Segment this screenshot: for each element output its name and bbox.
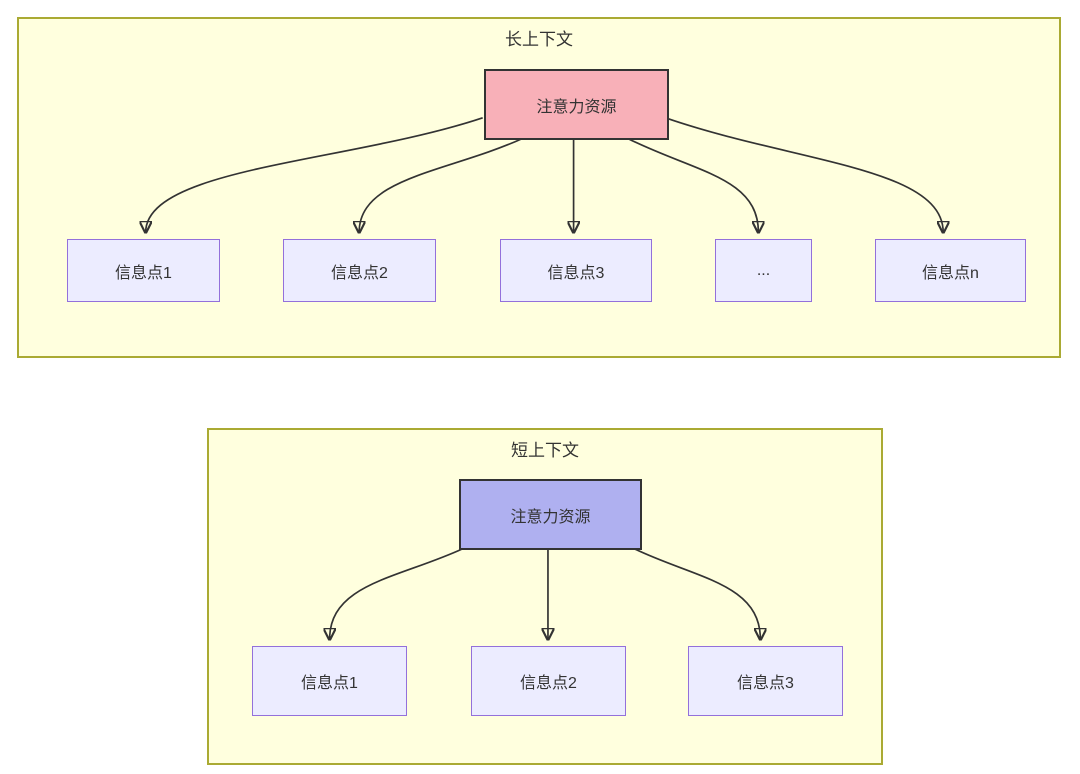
info-point-label: 信息点3	[737, 675, 794, 692]
arrow-attention-to-info-3	[633, 547, 760, 640]
info-point-label: ...	[756, 261, 771, 279]
info-point-node: 信息点n	[875, 239, 1026, 302]
info-point-node: 信息点1	[67, 239, 220, 302]
info-point-label: 信息点1	[115, 264, 172, 282]
info-point-label: 信息点2	[520, 675, 577, 692]
arrow-attention-to-info-1	[146, 117, 483, 233]
attention-resource-label: 注意力资源	[536, 98, 617, 116]
info-point-label: 信息点2	[331, 264, 388, 282]
arrow-attention-to-info-ellipsis	[627, 137, 758, 233]
attention-resource-node-short: 注意力资源	[459, 479, 642, 550]
arrow-attention-to-info-n	[665, 117, 943, 233]
info-point-node: 信息点1	[252, 646, 407, 716]
long-context-container: 长上下文 注意力资源 信息点1 信息点2 信息点3 ...	[17, 17, 1061, 358]
long-context-title: 长上下文	[505, 30, 573, 49]
info-point-node: 信息点3	[500, 239, 652, 302]
info-point-label: 信息点3	[547, 264, 605, 282]
attention-resource-node-long: 注意力资源	[484, 69, 669, 140]
info-point-node: 信息点2	[471, 646, 626, 716]
short-context-container: 短上下文 注意力资源 信息点1 信息点2 信息点3	[207, 428, 883, 765]
info-point-label: 信息点1	[301, 675, 358, 692]
info-point-node: 信息点3	[688, 646, 843, 716]
short-context-title: 短上下文	[511, 441, 579, 460]
info-point-node-ellipsis: ...	[715, 239, 812, 302]
attention-resource-label: 注意力资源	[510, 508, 591, 526]
arrow-attention-to-info-2	[359, 137, 523, 233]
info-point-node: 信息点2	[283, 239, 436, 302]
info-point-label: 信息点n	[922, 264, 979, 282]
arrow-attention-to-info-1	[330, 547, 464, 640]
